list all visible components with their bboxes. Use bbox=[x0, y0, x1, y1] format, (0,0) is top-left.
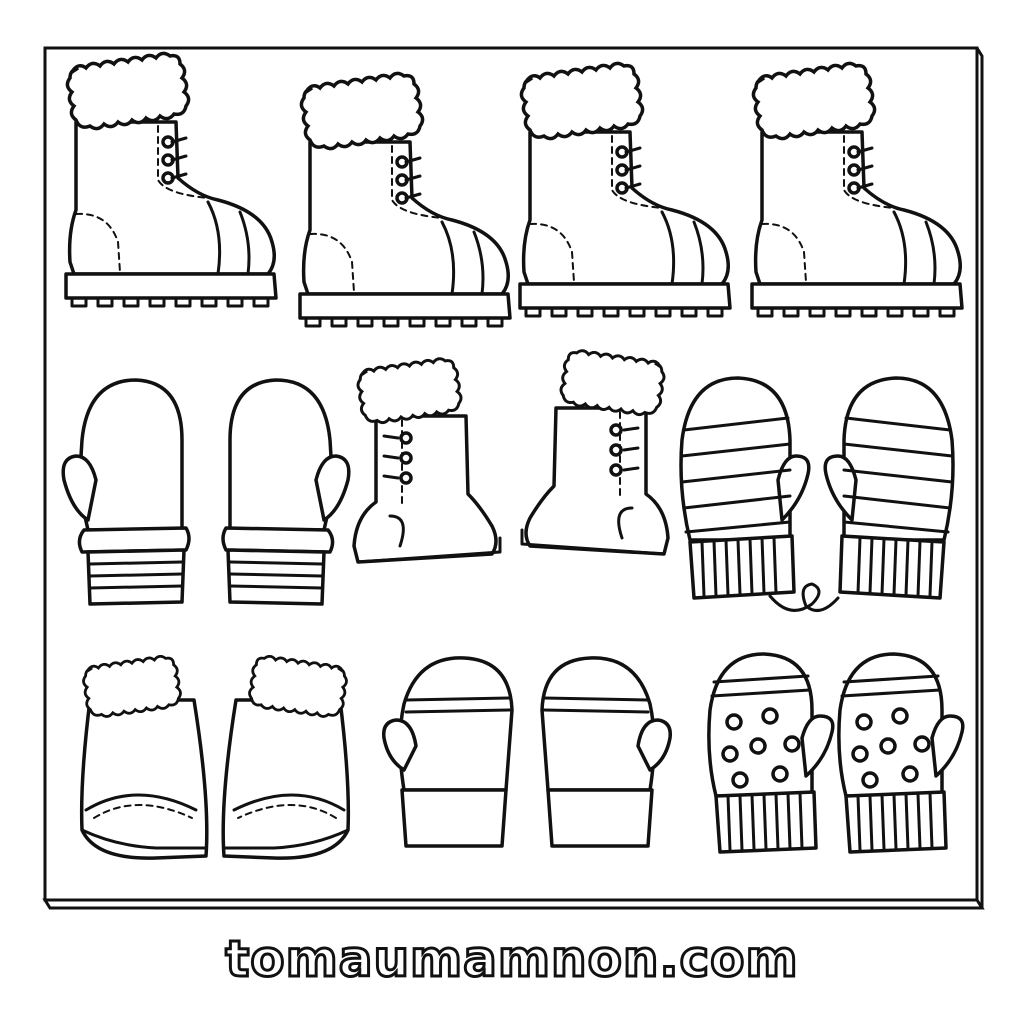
mitten-string bbox=[768, 582, 840, 612]
site-watermark: tomaumamnon.com bbox=[224, 929, 799, 990]
